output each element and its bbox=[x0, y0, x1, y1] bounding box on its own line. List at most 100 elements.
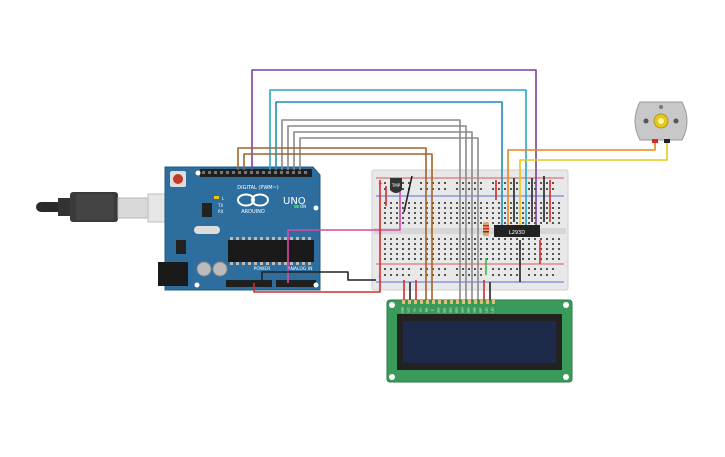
breadboard-hole[interactable] bbox=[420, 243, 422, 245]
breadboard-hole[interactable] bbox=[438, 207, 440, 209]
breadboard-hole[interactable] bbox=[498, 182, 500, 184]
breadboard-hole[interactable] bbox=[540, 222, 542, 224]
breadboard-hole[interactable] bbox=[420, 182, 422, 184]
breadboard-hole[interactable] bbox=[468, 253, 470, 255]
breadboard-hole[interactable] bbox=[408, 212, 410, 214]
breadboard-hole[interactable] bbox=[456, 268, 458, 270]
digital-pin-hole[interactable] bbox=[232, 171, 235, 174]
breadboard-hole[interactable] bbox=[492, 248, 494, 250]
breadboard-hole[interactable] bbox=[450, 212, 452, 214]
breadboard-hole[interactable] bbox=[492, 238, 494, 240]
breadboard-hole[interactable] bbox=[510, 202, 512, 204]
breadboard-hole[interactable] bbox=[456, 248, 458, 250]
breadboard-hole[interactable] bbox=[558, 243, 560, 245]
breadboard-hole[interactable] bbox=[444, 248, 446, 250]
lcd-pin[interactable] bbox=[480, 300, 483, 304]
breadboard-hole[interactable] bbox=[474, 202, 476, 204]
breadboard-hole[interactable] bbox=[534, 207, 536, 209]
breadboard-hole[interactable] bbox=[552, 207, 554, 209]
breadboard-hole[interactable] bbox=[504, 243, 506, 245]
breadboard-hole[interactable] bbox=[450, 217, 452, 219]
breadboard-hole[interactable] bbox=[444, 188, 446, 190]
breadboard-hole[interactable] bbox=[444, 238, 446, 240]
breadboard-hole[interactable] bbox=[558, 253, 560, 255]
breadboard-hole[interactable] bbox=[426, 217, 428, 219]
breadboard-hole[interactable] bbox=[456, 212, 458, 214]
breadboard-hole[interactable] bbox=[426, 253, 428, 255]
breadboard-hole[interactable] bbox=[384, 217, 386, 219]
breadboard-hole[interactable] bbox=[468, 258, 470, 260]
breadboard-hole[interactable] bbox=[408, 258, 410, 260]
breadboard-hole[interactable] bbox=[414, 243, 416, 245]
temperature-sensor[interactable]: TMP bbox=[390, 178, 402, 193]
breadboard-hole[interactable] bbox=[558, 212, 560, 214]
breadboard-hole[interactable] bbox=[522, 207, 524, 209]
breadboard-hole[interactable] bbox=[546, 188, 548, 190]
breadboard-hole[interactable] bbox=[426, 182, 428, 184]
breadboard-hole[interactable] bbox=[510, 274, 512, 276]
breadboard-hole[interactable] bbox=[528, 274, 530, 276]
breadboard-hole[interactable] bbox=[510, 253, 512, 255]
breadboard-hole[interactable] bbox=[504, 212, 506, 214]
breadboard-hole[interactable] bbox=[540, 202, 542, 204]
breadboard-hole[interactable] bbox=[534, 243, 536, 245]
digital-pin-hole[interactable] bbox=[274, 171, 277, 174]
breadboard-hole[interactable] bbox=[552, 238, 554, 240]
breadboard-hole[interactable] bbox=[558, 238, 560, 240]
breadboard-hole[interactable] bbox=[420, 222, 422, 224]
breadboard-hole[interactable] bbox=[516, 217, 518, 219]
breadboard-hole[interactable] bbox=[444, 217, 446, 219]
breadboard-hole[interactable] bbox=[402, 238, 404, 240]
breadboard-hole[interactable] bbox=[504, 222, 506, 224]
breadboard-hole[interactable] bbox=[480, 243, 482, 245]
breadboard-hole[interactable] bbox=[438, 222, 440, 224]
breadboard-hole[interactable] bbox=[498, 188, 500, 190]
breadboard-hole[interactable] bbox=[414, 202, 416, 204]
breadboard-hole[interactable] bbox=[534, 238, 536, 240]
digital-pin-hole[interactable] bbox=[268, 171, 271, 174]
breadboard-hole[interactable] bbox=[426, 248, 428, 250]
breadboard-hole[interactable] bbox=[414, 222, 416, 224]
breadboard-hole[interactable] bbox=[462, 207, 464, 209]
digital-pin-hole[interactable] bbox=[292, 171, 295, 174]
lcd-pin[interactable] bbox=[486, 300, 489, 304]
breadboard-hole[interactable] bbox=[456, 207, 458, 209]
breadboard-hole[interactable] bbox=[534, 222, 536, 224]
breadboard-hole[interactable] bbox=[468, 202, 470, 204]
breadboard-hole[interactable] bbox=[522, 212, 524, 214]
digital-pin-hole[interactable] bbox=[250, 171, 253, 174]
breadboard-hole[interactable] bbox=[504, 268, 506, 270]
breadboard-hole[interactable] bbox=[444, 268, 446, 270]
breadboard-hole[interactable] bbox=[462, 274, 464, 276]
breadboard-hole[interactable] bbox=[390, 212, 392, 214]
breadboard-hole[interactable] bbox=[456, 253, 458, 255]
breadboard-hole[interactable] bbox=[504, 217, 506, 219]
breadboard-hole[interactable] bbox=[504, 182, 506, 184]
breadboard-hole[interactable] bbox=[462, 248, 464, 250]
breadboard-hole[interactable] bbox=[390, 268, 392, 270]
breadboard-hole[interactable] bbox=[516, 188, 518, 190]
lcd-pin[interactable] bbox=[474, 300, 477, 304]
breadboard-hole[interactable] bbox=[546, 202, 548, 204]
breadboard-hole[interactable] bbox=[552, 274, 554, 276]
breadboard-hole[interactable] bbox=[504, 202, 506, 204]
breadboard-hole[interactable] bbox=[498, 274, 500, 276]
digital-pin-hole[interactable] bbox=[208, 171, 211, 174]
breadboard-hole[interactable] bbox=[546, 217, 548, 219]
breadboard-hole[interactable] bbox=[444, 253, 446, 255]
breadboard-hole[interactable] bbox=[450, 243, 452, 245]
breadboard-hole[interactable] bbox=[552, 202, 554, 204]
breadboard-hole[interactable] bbox=[480, 258, 482, 260]
breadboard-hole[interactable] bbox=[468, 274, 470, 276]
breadboard-hole[interactable] bbox=[462, 253, 464, 255]
breadboard-hole[interactable] bbox=[498, 238, 500, 240]
breadboard-hole[interactable] bbox=[474, 243, 476, 245]
breadboard-hole[interactable] bbox=[504, 248, 506, 250]
breadboard-hole[interactable] bbox=[426, 188, 428, 190]
breadboard-hole[interactable] bbox=[408, 238, 410, 240]
breadboard-hole[interactable] bbox=[414, 258, 416, 260]
breadboard-hole[interactable] bbox=[540, 207, 542, 209]
breadboard-hole[interactable] bbox=[384, 258, 386, 260]
breadboard-hole[interactable] bbox=[516, 238, 518, 240]
